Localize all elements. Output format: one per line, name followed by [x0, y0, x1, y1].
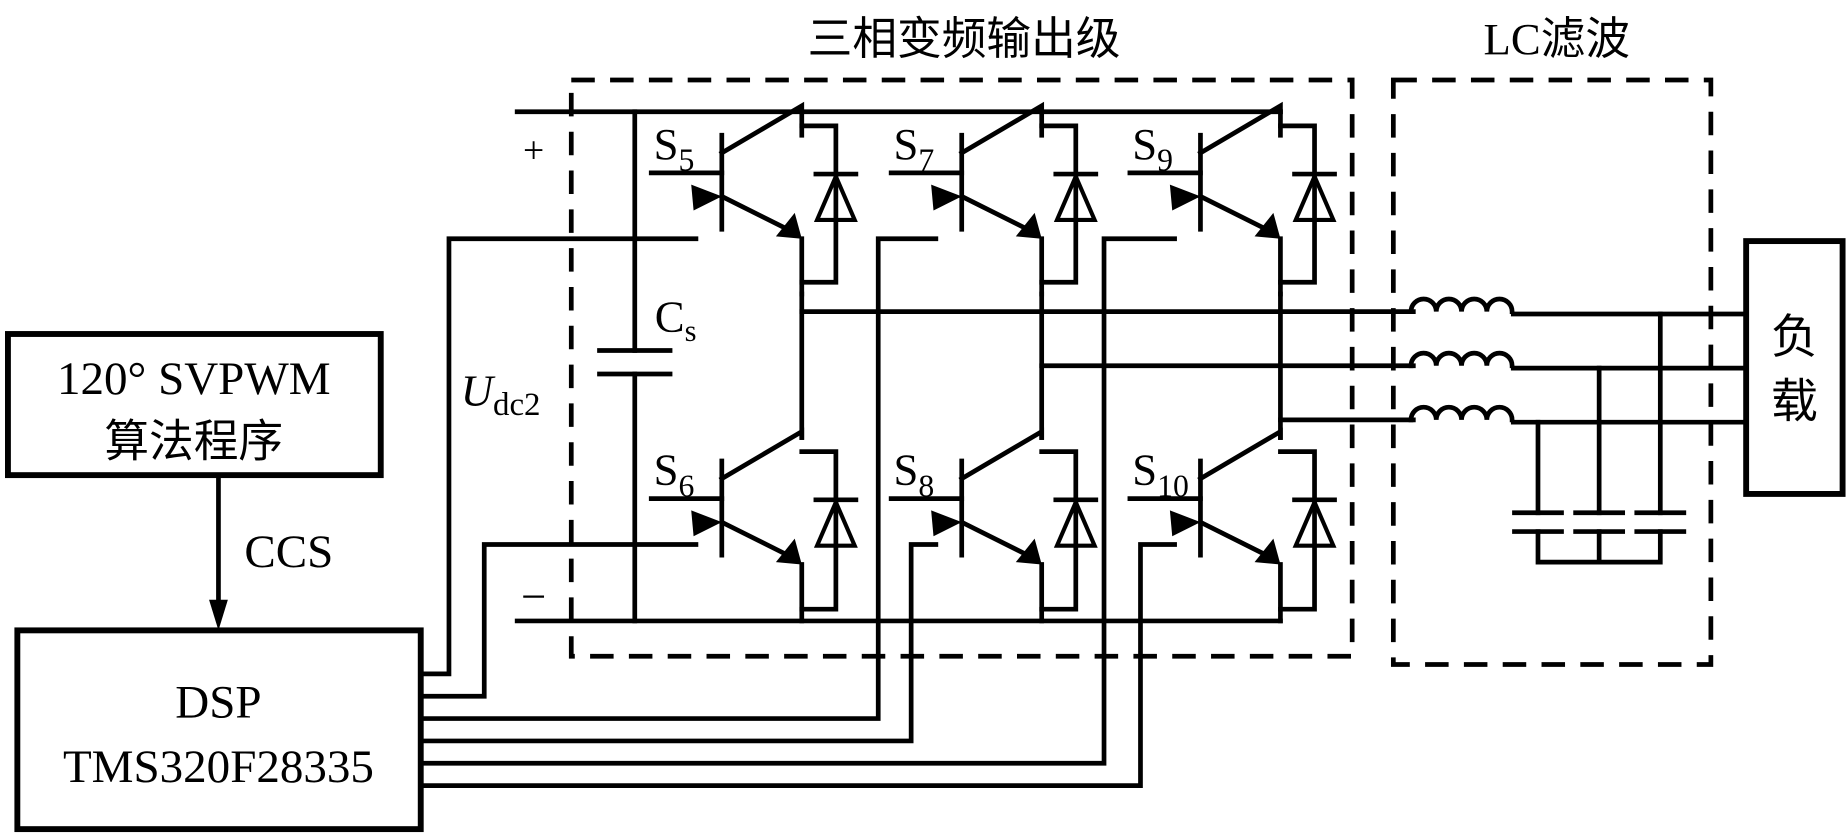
dsp-line1: DSP — [175, 676, 261, 728]
igbt-lower-s8: S8 — [888, 427, 1099, 624]
filter-output-lines — [1510, 311, 1749, 425]
filter-inductor-3 — [1408, 404, 1515, 423]
igbt-lower-s8-label: S8 — [894, 445, 935, 504]
igbt-lower-s6-label: S6 — [654, 445, 695, 504]
svpwm-algorithm-block: 120° SVPWM 算法程序 — [4, 331, 384, 479]
ccs-arrowhead — [209, 599, 228, 631]
dc-plus-sign: + — [523, 129, 544, 171]
dc-link-capacitor — [597, 109, 673, 624]
filter-inductor-2 — [1408, 350, 1515, 369]
igbt-lower-s10-label: S10 — [1132, 445, 1189, 504]
cs-label: Cs — [655, 292, 697, 348]
svpwm-line1: 120° SVPWM — [57, 353, 331, 405]
svpwm-line2: 算法程序 — [104, 415, 283, 467]
igbt-upper-s7: S7 — [888, 101, 1099, 297]
igbt-upper-s9-label: S9 — [1132, 119, 1173, 178]
inverter-stage-title: 三相变频输出级 — [808, 13, 1121, 65]
udc2-subscript: dc2 — [493, 387, 541, 423]
filter-stage-title: LC滤波 — [1484, 14, 1630, 64]
load-line1: 负 — [1771, 310, 1818, 365]
igbt-upper-s9: S9 — [1127, 101, 1337, 297]
gate-drive-wires — [418, 236, 1177, 788]
igbt-lower-s6: S6 — [648, 427, 859, 624]
igbt-upper-s5-label: S5 — [654, 119, 695, 178]
phase-output-lines — [799, 309, 1416, 423]
udc2-symbol: U — [461, 366, 496, 416]
load-line2: 载 — [1771, 375, 1818, 430]
load-block: 负 载 — [1743, 238, 1846, 497]
ccs-label: CCS — [244, 526, 333, 578]
dsp-block: DSP TMS320F28335 — [14, 627, 424, 833]
filter-stage-boundary — [1390, 77, 1714, 667]
filter-inductor-1 — [1408, 296, 1515, 315]
dc-minus-sign: − — [521, 572, 546, 622]
igbt-upper-s7-label: S7 — [894, 119, 935, 178]
filter-capacitors — [1512, 311, 1687, 565]
udc2-label: Udc2 — [461, 366, 541, 423]
igbt-lower-s10: S10 — [1127, 427, 1337, 624]
igbt-upper-s5: S5 — [648, 101, 859, 297]
dsp-line2: TMS320F28335 — [63, 741, 374, 793]
